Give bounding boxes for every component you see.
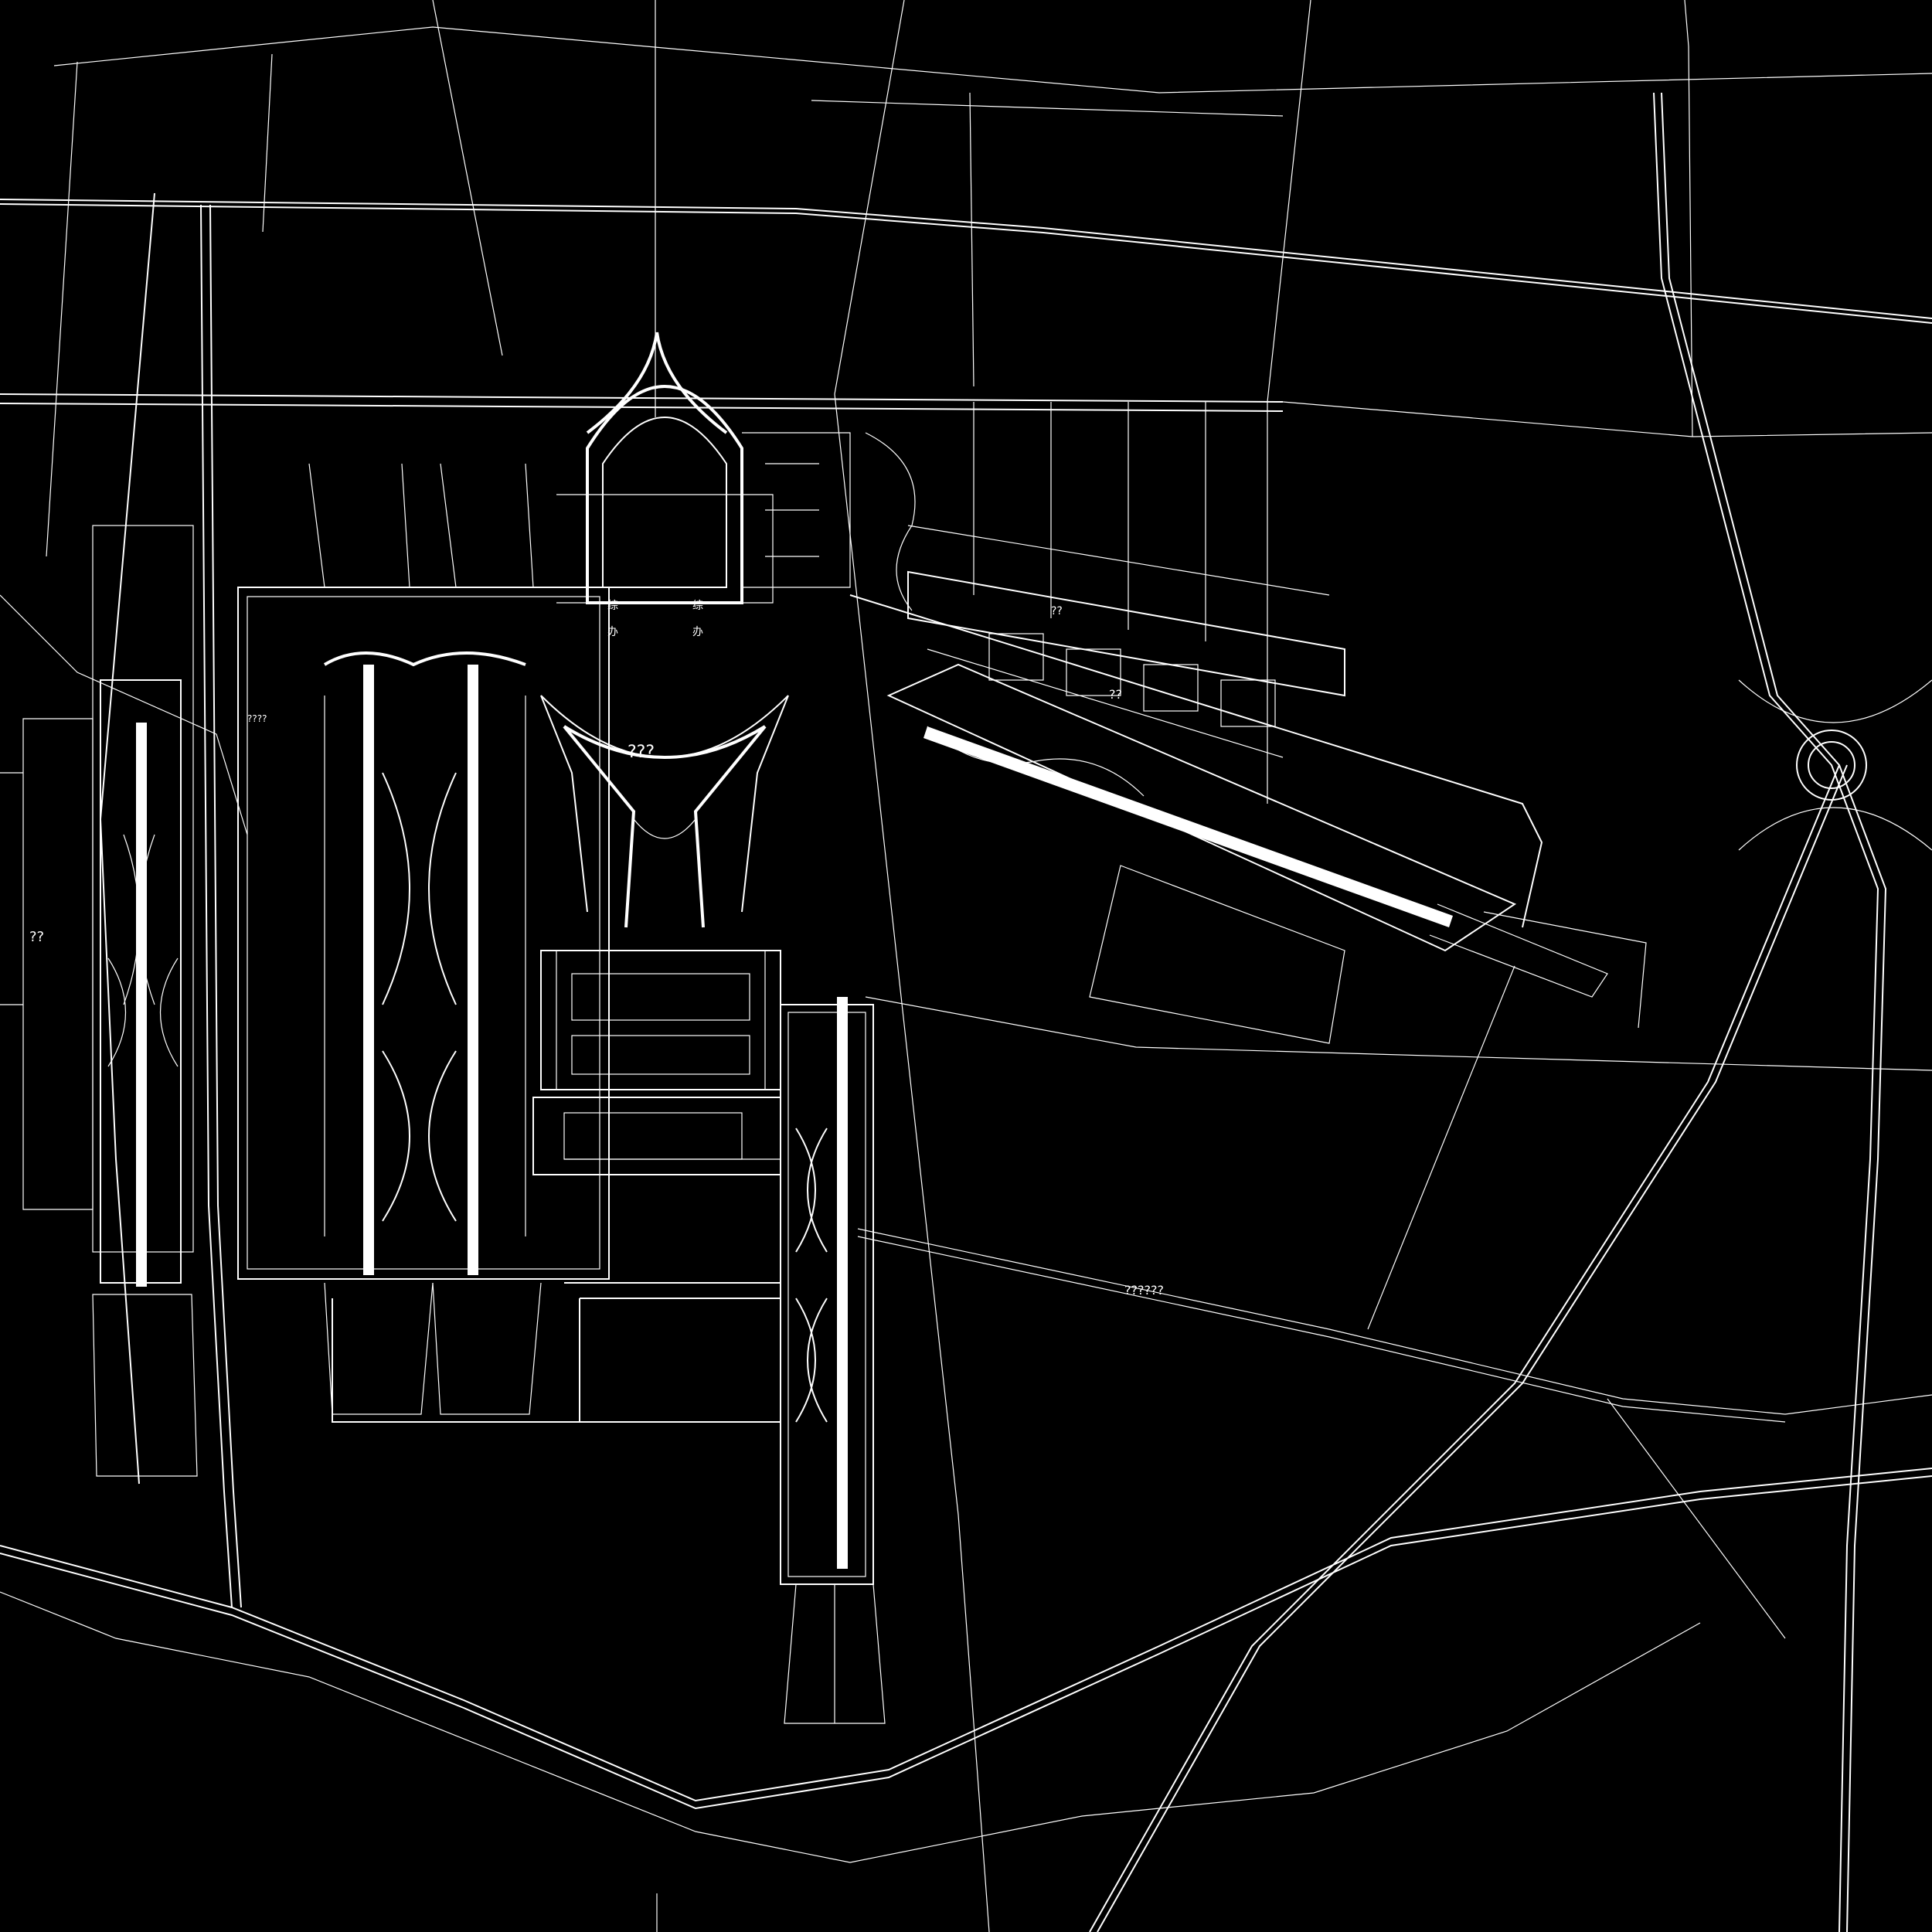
runway-2 (468, 665, 478, 1275)
terminal-center-label: ??? (628, 743, 655, 762)
office-label-2: 办 (607, 626, 618, 638)
east-runway (923, 726, 1453, 927)
south-apron-connector (564, 1158, 781, 1423)
map-labels: ?? ??? ?? ?? ?????? ???? 综 办 综 办 (29, 600, 1164, 1298)
west-runway-complex (0, 525, 198, 1477)
west-runway (136, 723, 147, 1287)
east-runway-complex (849, 594, 1647, 1044)
office-label-4: 办 (692, 626, 703, 638)
road-label: ?????? (1124, 1283, 1164, 1298)
west-parallel-runways (237, 463, 610, 1423)
office-label-1: 综 (607, 600, 618, 612)
east-ns-runway-complex (780, 997, 886, 1724)
cargo-block-1-label: ?? (1051, 605, 1063, 617)
apron-west-label: ???? (247, 713, 267, 724)
runway-1 (363, 665, 374, 1275)
cargo-support-blocks (865, 402, 1345, 758)
west-zone-label: ?? (29, 929, 44, 945)
office-label-3: 综 (692, 600, 703, 612)
terminal-complex (532, 332, 851, 1175)
ns-runway (837, 997, 848, 1569)
cargo-block-2-label: ?? (1109, 687, 1122, 702)
